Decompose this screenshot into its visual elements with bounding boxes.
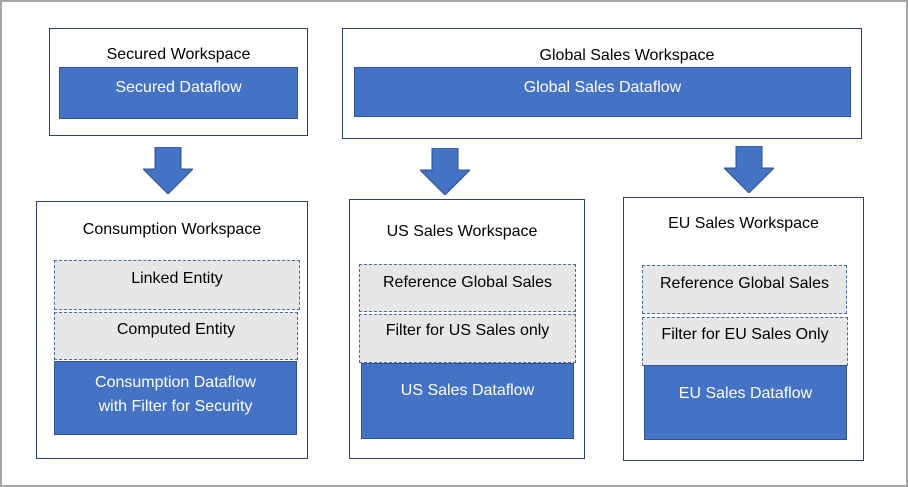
arrow-down-icon	[143, 147, 193, 194]
eu-sales-workspace-title: EU Sales Workspace	[668, 215, 819, 232]
filter-us-sales-step: Filter for US Sales only	[359, 314, 576, 363]
linked-entity-step: Linked Entity	[54, 260, 300, 310]
consumption-workspace-title: Consumption Workspace	[82, 221, 262, 238]
global-sales-workspace-title: Global Sales Workspace	[539, 47, 715, 64]
arrow-down-icon	[724, 146, 774, 193]
consumption-dataflow-box: Consumption Dataflow with Filter for Sec…	[54, 361, 297, 435]
us-sales-workspace: US Sales Workspace Reference Global Sale…	[349, 199, 585, 459]
computed-entity-step: Computed Entity	[54, 312, 298, 360]
eu-sales-workspace: EU Sales Workspace Reference Global Sale…	[623, 197, 864, 461]
reference-global-sales-step: Reference Global Sales	[642, 265, 847, 314]
us-sales-workspace-title: US Sales Workspace	[386, 223, 538, 240]
secured-workspace-title: Secured Workspace	[106, 46, 251, 63]
secured-dataflow-box: Secured Dataflow	[59, 67, 298, 119]
secured-workspace: Secured Workspace Secured Dataflow	[49, 28, 308, 136]
global-sales-dataflow-box: Global Sales Dataflow	[354, 67, 851, 117]
reference-global-sales-step: Reference Global Sales	[359, 264, 576, 312]
arrow-down-icon	[420, 148, 470, 195]
consumption-workspace: Consumption Workspace Linked Entity Comp…	[36, 201, 308, 459]
us-sales-dataflow-box: US Sales Dataflow	[361, 363, 574, 439]
global-sales-workspace: Global Sales Workspace Global Sales Data…	[342, 28, 862, 139]
consumption-dataflow-line2: with Filter for Security	[98, 398, 253, 415]
filter-eu-sales-step: Filter for EU Sales Only	[642, 317, 848, 366]
eu-sales-dataflow-box: EU Sales Dataflow	[644, 365, 847, 440]
consumption-dataflow-line1: Consumption Dataflow	[95, 374, 256, 391]
